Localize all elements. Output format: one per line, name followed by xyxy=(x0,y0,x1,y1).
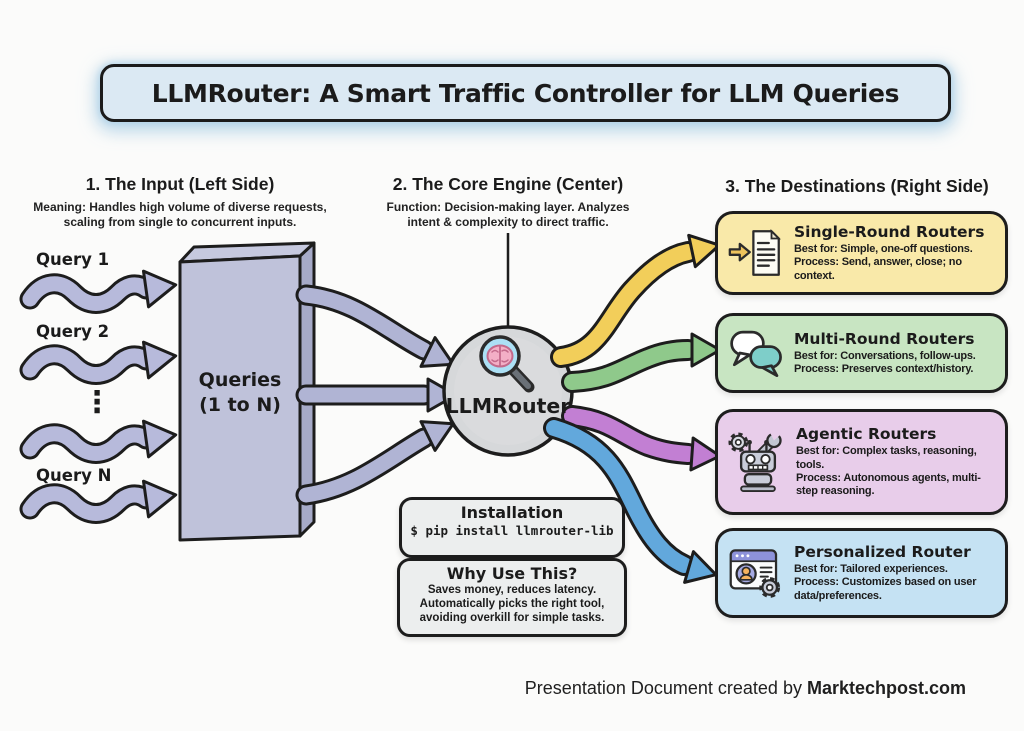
section-heading-destinations: 3. The Destinations (Right Side) xyxy=(725,176,989,196)
router-label: LLMRouter xyxy=(445,394,571,418)
queries-box xyxy=(178,241,316,542)
chat-bubbles-icon xyxy=(728,325,786,381)
destination-title: Multi-Round Routers xyxy=(794,329,975,348)
connector-arrow-bottom xyxy=(295,420,455,506)
arrow-multi-round xyxy=(561,332,722,393)
section-heading-input: 1. The Input (Left Side) xyxy=(85,174,275,194)
query-2-label: Query 2 xyxy=(36,322,110,341)
installation-heading: Installation xyxy=(460,503,564,522)
queries-box-label: Queries (1 to N) xyxy=(198,369,282,416)
destination-process: Process: Customizes based on user data/p… xyxy=(794,576,977,602)
section-subtitle-input: Meaning: Handles high volume of diverse … xyxy=(33,200,327,229)
query-1-label: Query 1 xyxy=(36,250,110,269)
destination-best-for: Best for: Simple, one-off questions. xyxy=(794,242,973,255)
connector-arrow-top xyxy=(295,284,455,368)
arrow-personalized xyxy=(543,417,718,584)
section-heading-core: 2. The Core Engine (Center) xyxy=(392,174,624,194)
destination-process: Process: Send, answer, close; no context… xyxy=(794,256,962,282)
destination-best-for: Best for: Complex tasks, reasoning, tool… xyxy=(796,445,977,471)
query-arrow-n xyxy=(19,479,178,524)
page-title: LLMRouter: A Smart Traffic Controller fo… xyxy=(100,64,951,122)
magnifier-brain-icon xyxy=(479,335,535,393)
query-arrow-2 xyxy=(19,340,178,385)
document-arrow-icon xyxy=(728,225,786,281)
destination-personalized: Personalized Router Best for: Tailored e… xyxy=(715,528,1008,618)
query-arrow-3 xyxy=(19,419,178,464)
destination-title: Personalized Router xyxy=(794,542,971,561)
installation-box: Installation $ pip install llmrouter-lib xyxy=(399,497,625,558)
connector-arrow-middle xyxy=(295,377,458,413)
profile-window-icon xyxy=(728,544,786,602)
destination-title: Agentic Routers xyxy=(796,425,937,444)
why-heading: Why Use This? xyxy=(446,564,578,583)
destination-best-for: Best for: Conversations, follow-ups. xyxy=(794,349,976,362)
footer-prefix: Presentation Document created by xyxy=(524,678,807,698)
robot-icon xyxy=(728,429,788,495)
destination-multi-round: Multi-Round Routers Best for: Conversati… xyxy=(715,313,1008,393)
footer-credit: Presentation Document created by Marktec… xyxy=(525,678,966,699)
section-subtitle-core: Function: Decision-making layer. Analyze… xyxy=(386,200,630,229)
destination-process: Process: Autonomous agents, multi-step r… xyxy=(796,472,981,498)
footer-brand: Marktechpost.com xyxy=(806,678,966,698)
installation-command: $ pip install llmrouter-lib xyxy=(410,523,614,538)
destination-best-for: Best for: Tailored experiences. xyxy=(794,562,948,575)
destination-agentic: Agentic Routers Best for: Complex tasks,… xyxy=(715,409,1008,515)
destination-title: Single-Round Routers xyxy=(794,222,985,241)
query-arrow-1 xyxy=(19,269,178,314)
arrow-agentic xyxy=(561,405,722,472)
destination-process: Process: Preserves context/history. xyxy=(794,363,974,375)
why-body: Saves money, reduces latency. Automatica… xyxy=(419,584,605,625)
query-ellipsis: ⋮ xyxy=(82,385,112,420)
query-n-label: Query N xyxy=(36,466,112,485)
arrow-single-round xyxy=(550,233,721,368)
destination-single-round: Single-Round Routers Best for: Simple, o… xyxy=(715,211,1008,295)
why-use-this-box: Why Use This? Saves money, reduces laten… xyxy=(397,558,627,637)
